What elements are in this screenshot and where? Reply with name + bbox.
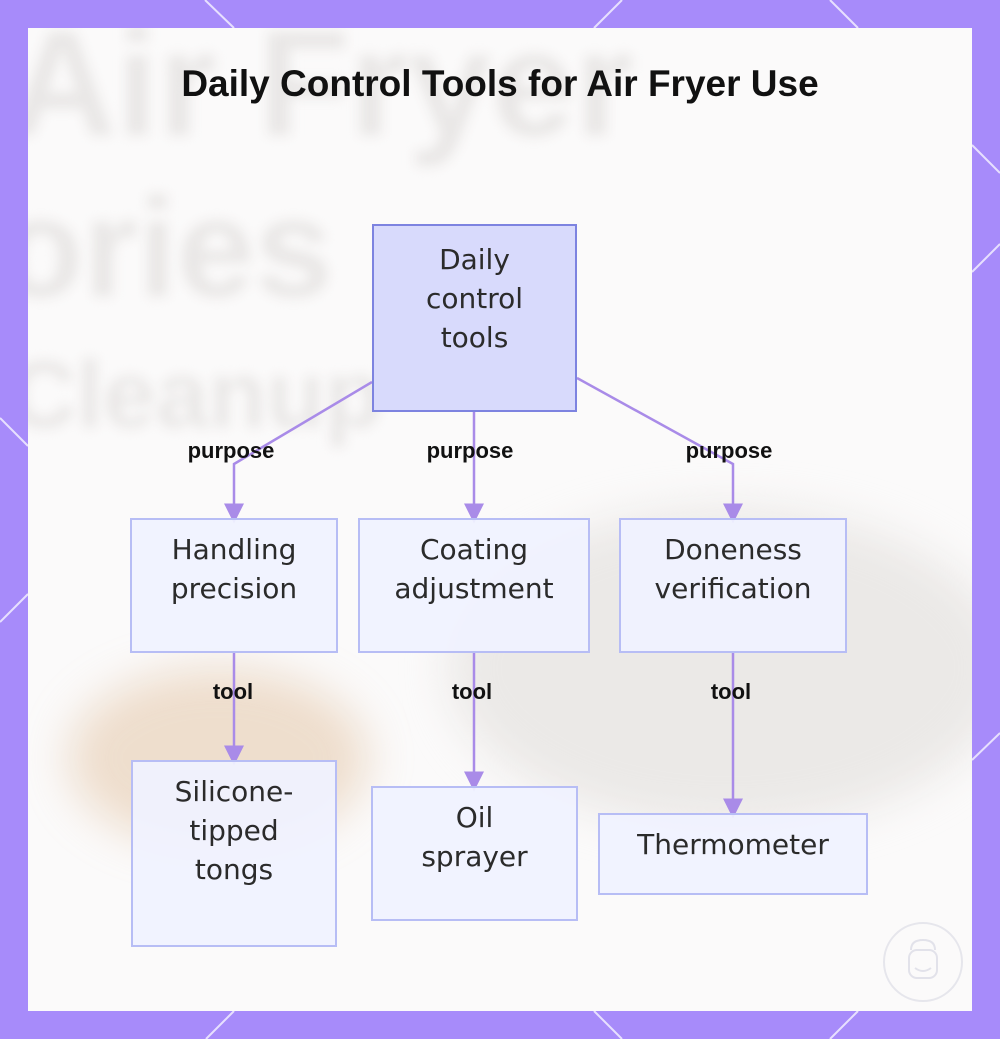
node-label: Silicone- tipped tongs (174, 775, 294, 886)
bg-word-3: Cleanup (28, 342, 383, 448)
node-label: Doneness verification (654, 533, 812, 605)
node-doneness-verification: Doneness verification (619, 518, 847, 653)
edge-root-handling (224, 380, 373, 524)
edge-label-tool: tool (212, 679, 254, 704)
node-label: Thermometer (637, 828, 829, 861)
node-label: Coating adjustment (394, 533, 554, 605)
node-coating-adjustment: Coating adjustment (358, 518, 590, 653)
bg-word-1: Air Fryer (28, 28, 634, 167)
chef-mascot-icon (883, 922, 963, 1002)
node-label: Oil sprayer (421, 801, 528, 873)
edge-label-tool: tool (451, 679, 493, 704)
edge-label-purpose: purpose (426, 438, 514, 463)
node-silicone-tipped-tongs: Silicone- tipped tongs (131, 760, 337, 947)
edge-label-purpose: purpose (685, 438, 773, 463)
node-label: Daily control tools (425, 243, 524, 354)
node-handling-precision: Handling precision (130, 518, 338, 653)
bg-word-2: ories (28, 169, 333, 326)
node-label: Handling precision (170, 533, 298, 605)
node-daily-control-tools: Daily control tools (372, 224, 577, 412)
edge-label-tool: tool (710, 679, 752, 704)
node-oil-sprayer: Oil sprayer (371, 786, 578, 921)
diagram-title: Daily Control Tools for Air Fryer Use (181, 63, 819, 104)
edge-root-doneness (576, 376, 743, 524)
edge-label-purpose: purpose (187, 438, 275, 463)
node-thermometer: Thermometer (598, 813, 868, 895)
